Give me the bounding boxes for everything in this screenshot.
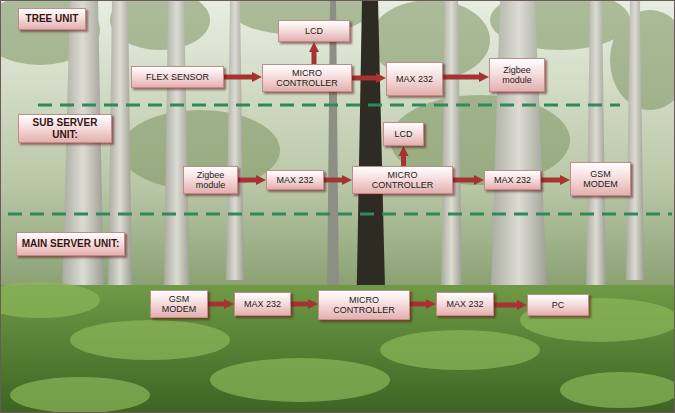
signal-arrow [312,50,317,64]
block-box: GSM MODEM [570,162,631,196]
block-box: MAX 232 [234,292,291,316]
box-label: LCD [394,129,412,139]
unit-heading-box: SUB SERVER UNIT: [18,114,112,143]
box-label: GSM MODEM [155,294,203,315]
block-box: MAX 232 [484,170,541,190]
box-label: MICRO CONTROLLER [267,68,347,89]
box-label: MAX 232 [244,299,281,309]
signal-arrow [453,178,476,183]
signal-arrow [238,178,258,183]
signal-arrow [352,76,378,81]
box-label: PC [552,300,565,310]
box-label: MAX 232 [276,175,313,185]
box-label: MAIN SERVER UNIT: [22,238,120,250]
signal-arrow [541,178,562,183]
block-box: MAX 232 [386,62,443,96]
block-box: Zigbee module [183,166,238,194]
block-box: MICRO CONTROLLER [352,166,453,194]
block-box: LCD [383,122,424,146]
block-box: FLEX SENSOR [131,66,224,88]
unit-heading-box: MAIN SERVER UNIT: [16,232,125,256]
box-label: LCD [305,26,323,36]
signal-arrow [208,302,226,307]
block-box: Zigbee module [489,58,545,92]
unit-heading-box: TREE UNIT [18,8,86,30]
box-label: Zigbee module [494,65,540,86]
block-box: GSM MODEM [150,290,208,318]
signal-arrow [494,303,519,308]
box-label: MAX 232 [396,74,433,84]
box-label: MICRO CONTROLLER [357,170,448,191]
signal-arrow [324,178,344,183]
block-box: MAX 232 [436,292,494,316]
box-label: MAX 232 [494,175,531,185]
box-label: Zigbee module [188,170,233,191]
box-label: SUB SERVER UNIT: [23,117,107,140]
signal-arrow [410,302,428,307]
box-label: GSM MODEM [575,169,626,190]
box-label: FLEX SENSOR [146,72,209,82]
signal-arrow [224,75,254,80]
block-box: LCD [278,20,350,42]
block-box: MICRO CONTROLLER [262,64,352,92]
signal-arrow [443,75,481,80]
signal-arrow [401,154,406,166]
box-label: TREE UNIT [26,13,79,25]
box-label: MAX 232 [446,299,483,309]
block-box: MICRO CONTROLLER [318,290,410,320]
signal-arrow [291,302,310,307]
box-label: MICRO CONTROLLER [323,295,405,316]
block-box: PC [527,294,589,316]
block-box: MAX 232 [266,170,324,190]
